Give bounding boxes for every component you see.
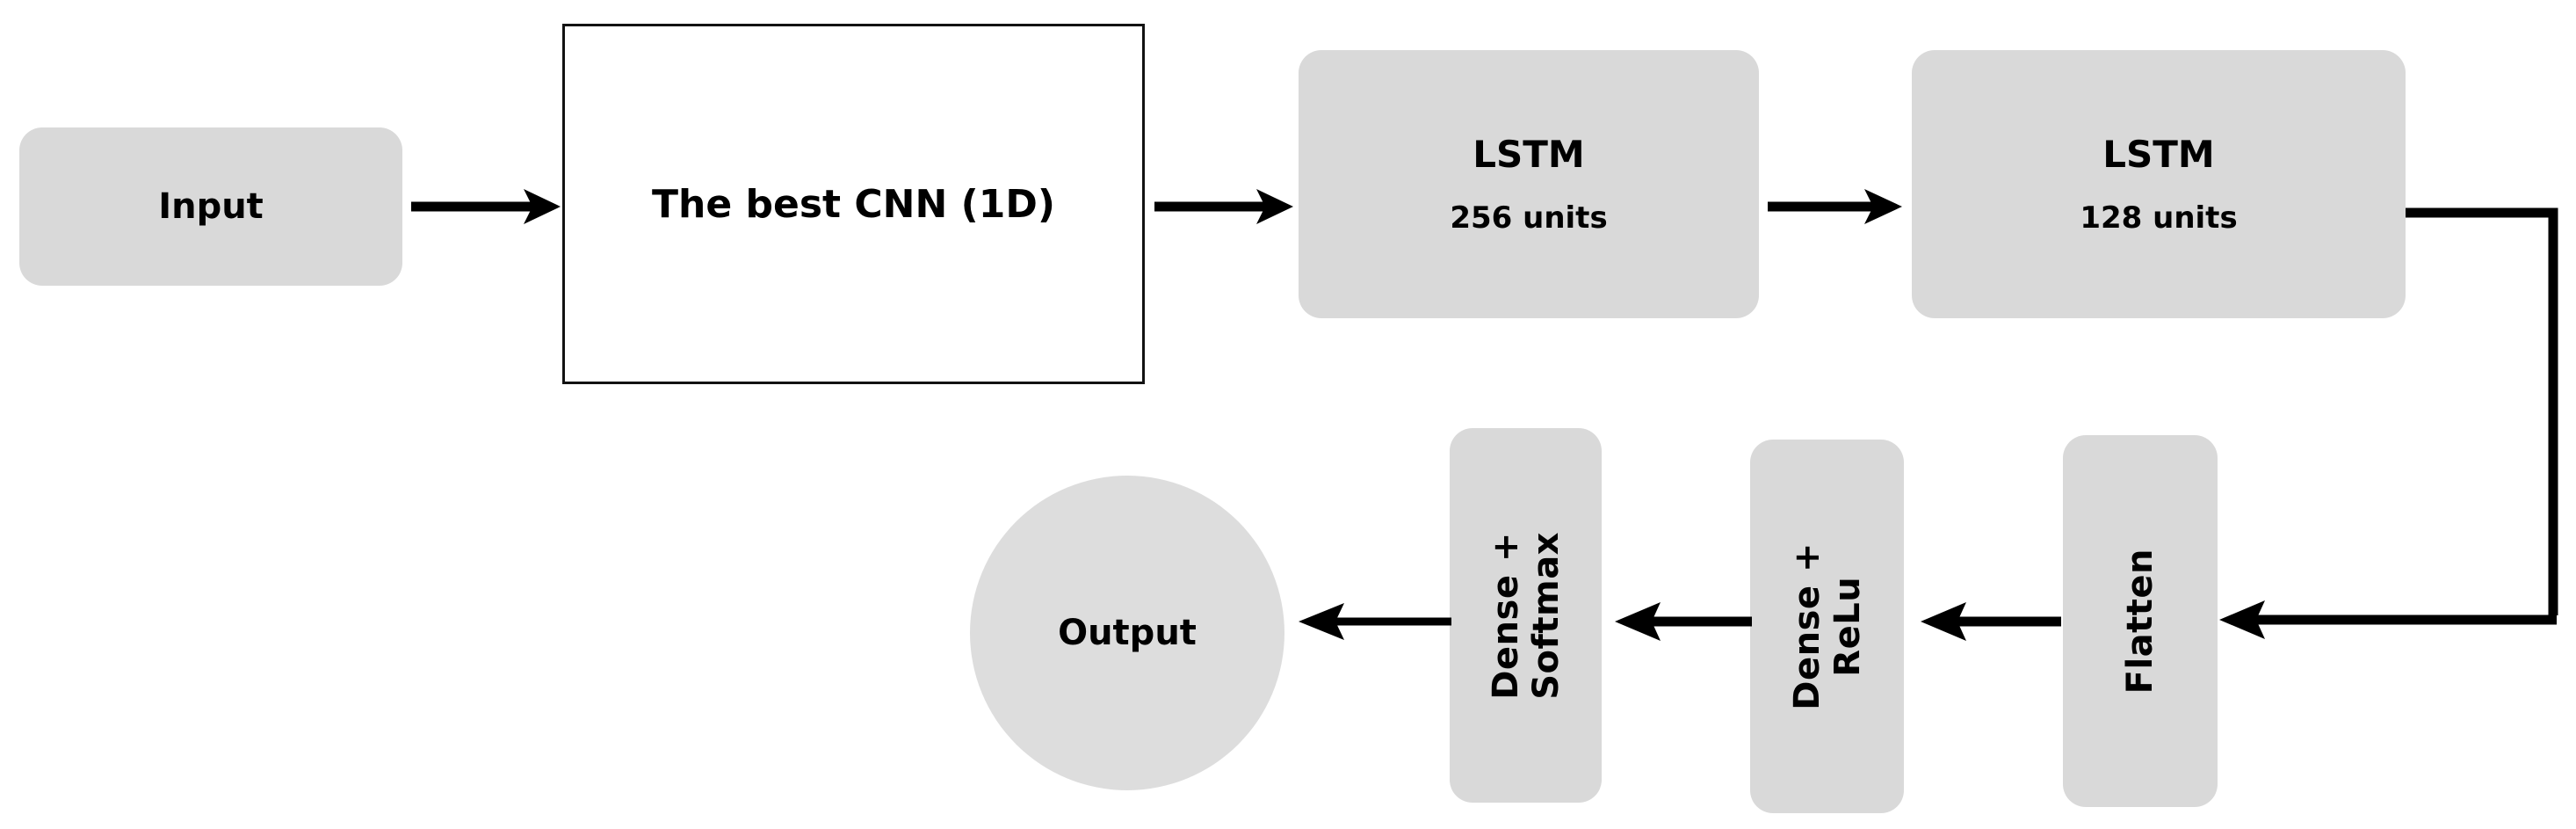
node-flatten: Flatten <box>2063 435 2218 807</box>
arrow-dense-relu-to-dense-softmax <box>1615 602 1752 641</box>
node-output: Output <box>970 476 1284 790</box>
node-dense-softmax: Dense + Softmax <box>1450 428 1602 803</box>
node-dense-softmax-label: Dense + Softmax <box>1485 531 1567 700</box>
arrow-into-flatten <box>2219 600 2557 639</box>
node-lstm-128: LSTM 128 units <box>1912 50 2406 318</box>
arrow-lstm128-to-flatten-elbow <box>2406 207 2558 615</box>
node-output-label: Output <box>1058 613 1197 653</box>
node-flatten-label: Flatten <box>2120 548 2160 694</box>
arrow-lstm256-to-lstm128 <box>1768 189 1902 224</box>
arrow-dense-softmax-to-output <box>1299 603 1451 640</box>
node-lstm-256-label: LSTM <box>1473 133 1585 176</box>
node-cnn: The best CNN (1D) <box>562 24 1145 384</box>
arrow-input-to-cnn <box>411 189 561 224</box>
node-input: Input <box>19 127 402 286</box>
node-dense-relu-label: Dense + ReLu <box>1786 542 1868 710</box>
node-lstm-256-sublabel: 256 units <box>1450 200 1608 236</box>
node-lstm-256: LSTM 256 units <box>1299 50 1759 318</box>
node-cnn-label: The best CNN (1D) <box>652 181 1055 227</box>
arrow-flatten-to-dense-relu <box>1921 602 2061 641</box>
node-lstm-128-label: LSTM <box>2102 133 2215 176</box>
arrow-cnn-to-lstm256 <box>1154 189 1293 224</box>
node-input-label: Input <box>158 186 264 227</box>
node-dense-relu: Dense + ReLu <box>1750 440 1904 813</box>
node-lstm-128-sublabel: 128 units <box>2080 200 2238 236</box>
